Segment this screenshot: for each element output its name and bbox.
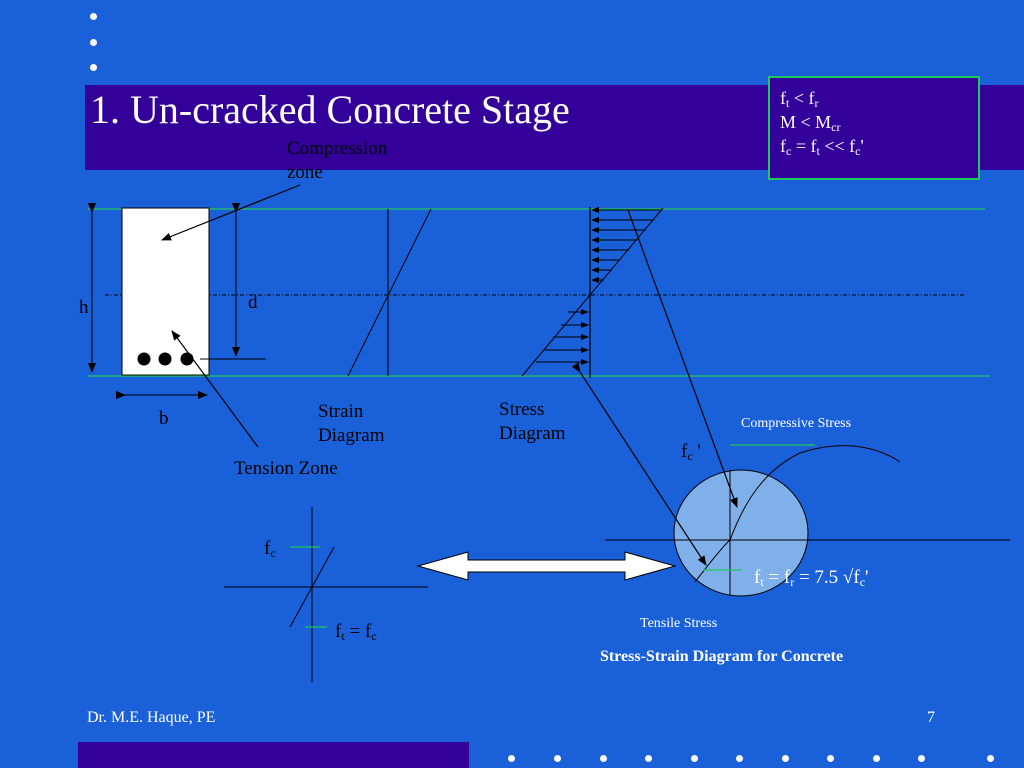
bullet-dot [736,755,743,762]
footer-author: Dr. M.E. Haque, PE [87,709,216,726]
bullet-dot [873,755,880,762]
bullet-dot [554,755,561,762]
fc-prime-label: fc ' [681,441,701,463]
small-diagonal-line [289,546,335,628]
bullet-dot [827,755,834,762]
condition-m-mcr: M < Mcr [780,112,841,134]
tension-zone-label: Tension Zone [234,458,338,479]
compressive-stress-label: Compressive Stress [741,416,852,431]
pointer-to-tensile [571,362,707,566]
stress-compression-arrows [591,207,662,283]
condition-ft-fr: ft < fr [780,88,819,110]
b-label: b [159,408,169,429]
double-arrow[interactable] [416,551,677,581]
bullet-dot [90,13,97,20]
fc-label: fc [264,538,276,560]
compression-zone-pointer [161,184,301,241]
bullet-dot [782,755,789,762]
bullet-dot [90,64,97,71]
bullet-dot [691,755,698,762]
bullet-dot [508,755,515,762]
slide-title: 1. Un-cracked Concrete Stage [90,87,570,132]
beam-section [121,207,210,376]
conditions-box: ft < fr M < Mcr fc = ft << fc' [768,76,980,180]
d-label: d [248,292,258,313]
h-label: h [79,297,89,318]
page-number: 7 [927,709,935,726]
bullet-dot [600,755,607,762]
stress-tension-arrows [536,309,589,365]
bullet-dot [918,755,925,762]
stress-strain-curve [694,445,901,583]
ft-equals-fc-label: ft = fc [335,621,377,643]
ft-equals-fr-label: ft = fr = 7.5 √fc' [754,567,869,589]
strain-diagram-line [347,208,432,377]
rebar-dot [180,352,194,366]
bullet-dot [987,755,994,762]
diagram-caption: Stress-Strain Diagram for Concrete [600,648,844,665]
bullet-dot [645,755,652,762]
rebar-dot [137,352,151,366]
condition-fc-ft: fc = ft << fc' [780,136,864,158]
tensile-stress-label: Tensile Stress [640,616,718,631]
pointer-to-compressive [627,209,738,508]
rebar-dot [158,352,172,366]
tension-zone-pointer [171,330,259,448]
stress-diagram-line [521,207,664,377]
bullet-dot [90,39,97,46]
footer-bar [78,742,469,768]
